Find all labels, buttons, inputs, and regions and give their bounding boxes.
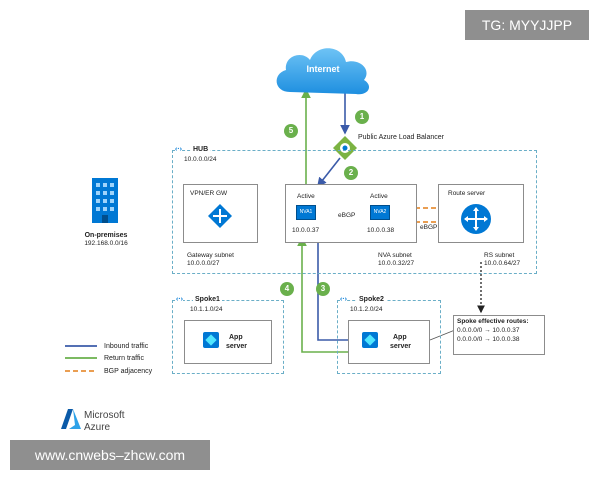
- vpn-cidr: 10.0.0.0/27: [187, 260, 220, 267]
- route-server-box: [438, 184, 524, 243]
- vpn-subnet: Gateway subnet: [187, 252, 234, 259]
- spoke1-app-line1: App: [229, 334, 243, 341]
- spoke2-title: Spoke2: [357, 295, 386, 304]
- rs-ebgp: eBGP: [420, 224, 438, 231]
- rs-title: Route server: [448, 190, 486, 197]
- legend-bgp: BGP adjacency: [104, 368, 153, 375]
- watermark-top: TG: MYYJJPP: [465, 10, 589, 40]
- hub-container: [172, 150, 537, 274]
- step-badge-3: 3: [316, 282, 330, 296]
- step-badge-4: 4: [280, 282, 294, 296]
- spoke2-cidr: 10.1.2.0/24: [350, 306, 383, 313]
- spoke1-container: [172, 300, 284, 374]
- nva-ip2: 10.0.0.38: [367, 227, 395, 234]
- spoke2-app-line2: server: [390, 343, 412, 350]
- spoke2-icon: ‹·›: [340, 295, 347, 304]
- step-badge-5: 5: [284, 124, 298, 138]
- internet-cloud-icon: [276, 48, 370, 95]
- inbound-path-lb-nva: [317, 157, 341, 188]
- nva-cidr: 10.0.0.32/27: [378, 260, 415, 267]
- routes-route1: 0.0.0.0/0 → 10.0.0.37: [457, 327, 520, 334]
- routes-box: [453, 315, 545, 355]
- hub-icon: ‹·›: [175, 145, 182, 154]
- spoke2-app-server-icon: [362, 332, 378, 348]
- step-badge-1: 1: [355, 110, 369, 124]
- spoke1-app-server-icon: [203, 332, 219, 348]
- brand-line1: Microsoft: [84, 410, 125, 421]
- routes-route2: 0.0.0.0/0 → 10.0.0.38: [457, 336, 520, 343]
- lb-label: Public Azure Load Balancer: [358, 134, 444, 141]
- azure-logo-icon: [61, 409, 81, 429]
- nva-ip1: 10.0.0.37: [292, 227, 320, 234]
- watermark-bottom: www.cnwebs–zhcw.com: [10, 440, 210, 470]
- routes-spoke2-link: [429, 329, 456, 341]
- building-icon: [92, 178, 118, 223]
- return-path-spoke2-nva: [297, 236, 356, 353]
- rs-cidr: 10.0.0.64/27: [484, 260, 521, 267]
- nva-subnet: NVA subnet: [378, 252, 412, 259]
- step-badge-2: 2: [344, 166, 358, 180]
- spoke1-icon: ‹·›: [176, 295, 183, 304]
- nva2-icon: NVA2: [370, 205, 390, 220]
- internet-label: Internet: [306, 64, 340, 74]
- rs-subnet: RS subnet: [484, 252, 515, 259]
- nva-active2: Active: [370, 193, 388, 200]
- spoke2-app-server-box: [348, 320, 430, 364]
- onprem-title: On-premises: [84, 232, 128, 239]
- nva-ebgp: eBGP: [338, 212, 356, 219]
- spoke1-cidr: 10.1.1.0/24: [190, 306, 223, 313]
- nva1-icon: NVA1: [296, 205, 316, 220]
- routes-title: Spoke effective routes:: [457, 318, 529, 325]
- legend-inbound: Inbound traffic: [104, 343, 149, 350]
- nva-active1: Active: [297, 193, 315, 200]
- spoke2-app-line1: App: [393, 334, 407, 341]
- onprem-cidr: 192.168.0.0/16: [84, 240, 128, 247]
- brand-line2: Azure: [84, 422, 111, 433]
- hub-title: HUB: [191, 145, 211, 154]
- hub-cidr: 10.0.0.0/24: [184, 156, 217, 163]
- route-server-icon: [461, 204, 491, 234]
- spoke2-container: [337, 300, 441, 374]
- legend-return: Return traffic: [104, 355, 144, 362]
- vpn-gateway-icon: [208, 204, 232, 228]
- spoke1-title: Spoke1: [193, 295, 222, 304]
- spoke1-app-server-box: [184, 320, 272, 364]
- spoke1-app-line2: server: [226, 343, 248, 350]
- vpn-title: VPN/ER GW: [190, 190, 228, 197]
